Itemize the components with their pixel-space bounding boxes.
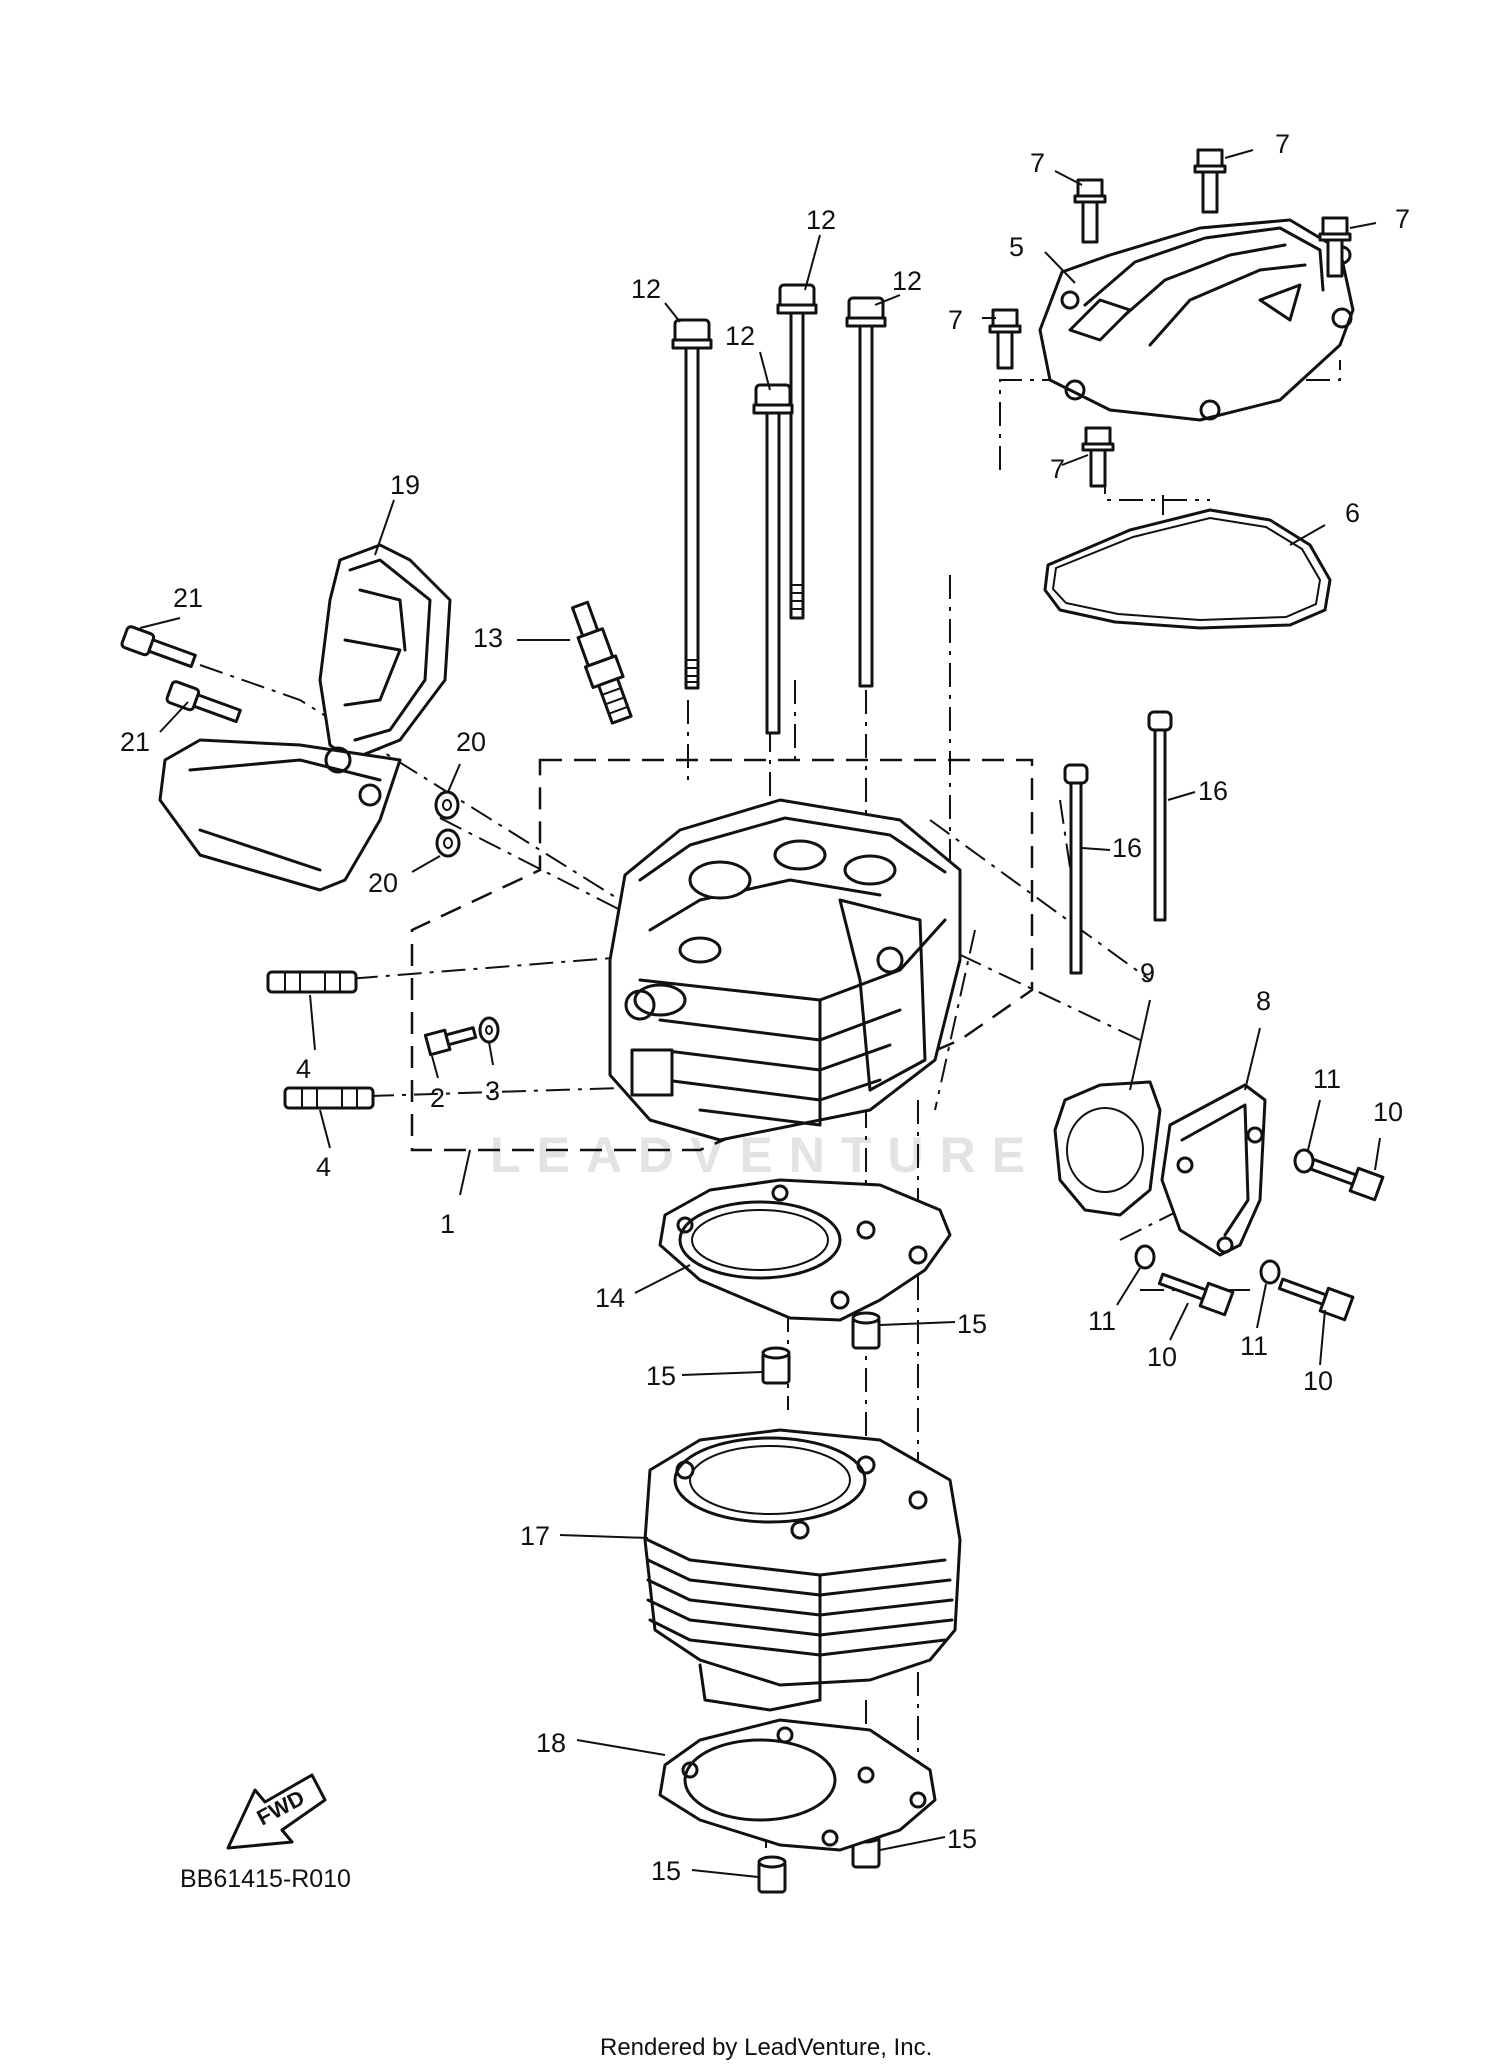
- callout-15-c: 15: [947, 1824, 977, 1854]
- callout-8: 8: [1256, 986, 1271, 1016]
- small-bolt-and-washer: [423, 1016, 500, 1057]
- washers-20: [434, 790, 461, 858]
- callout-10-a: 10: [1373, 1097, 1403, 1127]
- bracket-bolts: [120, 625, 242, 724]
- callout-10-c: 10: [1303, 1366, 1333, 1396]
- callout-4-lower: 4: [316, 1152, 331, 1182]
- callout-12-d: 12: [892, 266, 922, 296]
- callout-12-a: 12: [631, 274, 661, 304]
- cylinder-head-assembly-box: [410, 758, 1034, 1152]
- callout-15-b: 15: [646, 1361, 676, 1391]
- callout-7-a: 7: [1030, 148, 1045, 178]
- spark-plug: [570, 600, 633, 725]
- callout-10-b: 10: [1147, 1342, 1177, 1372]
- callout-19: 19: [390, 470, 420, 500]
- callout-18: 18: [536, 1728, 566, 1758]
- callout-21-b: 21: [120, 727, 150, 757]
- callout-20-a: 20: [456, 727, 486, 757]
- head-cover: [1038, 218, 1355, 422]
- plate-washers: [1134, 1148, 1315, 1285]
- cylinder: [643, 1428, 962, 1712]
- callout-16-b: 16: [1198, 776, 1228, 806]
- head-bolts: [671, 283, 887, 1076]
- watermark: LEADVENTURE: [490, 1127, 1041, 1183]
- callout-3: 3: [485, 1076, 500, 1106]
- plate-bolts: [1157, 1157, 1385, 1322]
- head-gasket: [658, 1178, 952, 1322]
- cylinder-head: [608, 798, 962, 1142]
- drawing-code: BB61415-R010: [180, 1865, 351, 1893]
- side-bolts: [1063, 710, 1173, 975]
- callout-11-b: 11: [1088, 1306, 1116, 1336]
- cover-gasket-inner: [1051, 516, 1322, 622]
- callout-4-upper: 4: [296, 1054, 311, 1084]
- bracket: [158, 543, 452, 892]
- callout-13: 13: [473, 623, 503, 653]
- callout-12-b: 12: [725, 321, 755, 351]
- callout-17: 17: [520, 1521, 550, 1551]
- callout-7-e: 7: [1050, 454, 1065, 484]
- render-credit: Rendered by LeadVenture, Inc.: [600, 2034, 932, 2061]
- callout-6: 6: [1345, 498, 1360, 528]
- callout-7-c: 7: [1395, 204, 1410, 234]
- callout-12-c: 12: [806, 205, 836, 235]
- callout-1: 1: [440, 1209, 455, 1239]
- fwd-arrow-icon: FWD: [226, 1773, 327, 1850]
- base-gasket: [658, 1718, 937, 1852]
- callout-16-a: 16: [1112, 833, 1142, 863]
- callout-11-a: 11: [1313, 1064, 1341, 1094]
- leader-lines: [139, 149, 1381, 1878]
- studs: [266, 970, 375, 1110]
- callout-11-c: 11: [1240, 1331, 1268, 1361]
- callout-7-b: 7: [1275, 129, 1290, 159]
- callout-7-d: 7: [948, 305, 963, 335]
- callout-15-d: 15: [651, 1856, 681, 1886]
- callout-20-b: 20: [368, 868, 398, 898]
- cover-gasket: [1043, 508, 1332, 630]
- callout-numbers: 1 2 3 4 4 5 6 7 7 7 7 7 8 9 10 10 10 11 …: [120, 129, 1410, 1886]
- callout-21-a: 21: [173, 583, 203, 613]
- callout-9: 9: [1140, 958, 1155, 988]
- callout-5: 5: [1009, 232, 1024, 262]
- callout-15-a: 15: [957, 1309, 987, 1339]
- manifold-gasket: [1053, 1080, 1162, 1217]
- cover-bolts: [988, 148, 1352, 488]
- callout-2: 2: [430, 1083, 445, 1113]
- manifold-gasket-hole: [1066, 1107, 1144, 1193]
- callout-14: 14: [595, 1283, 625, 1313]
- cover-plate: [1160, 1083, 1267, 1257]
